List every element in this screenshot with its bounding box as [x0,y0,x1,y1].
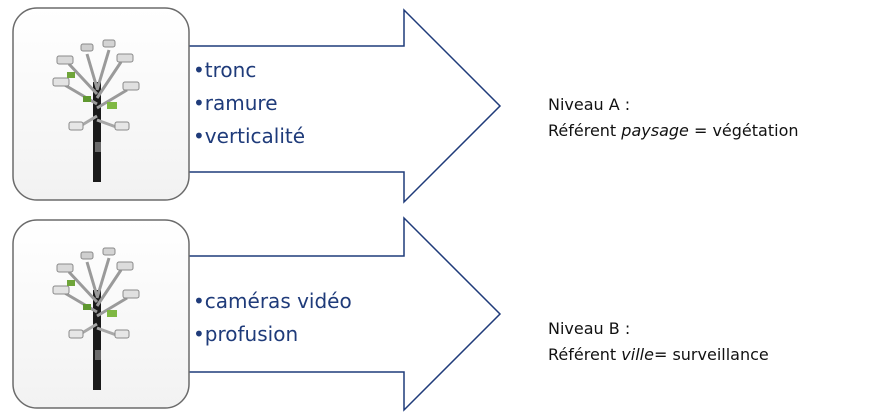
feature-list-a: tronc ramure verticalité [193,54,305,153]
feature-item: ramure [193,87,305,120]
level-a-title: Niveau A : [548,95,631,114]
referent-term: ville [621,345,654,364]
level-b-title: Niveau B : [548,319,631,338]
referent-term: paysage [621,121,689,140]
feature-item: caméras vidéo [193,285,352,318]
referent-prefix: Référent [548,345,622,364]
referent-prefix: Référent [548,121,622,140]
camera-tree-thumbnail-b [12,219,190,409]
level-a-caption: Niveau A : Référent paysage = végétation [548,92,799,144]
camera-tree-thumbnail-a [12,7,190,201]
level-a-referent: Référent paysage = végétation [548,118,799,144]
referent-meaning: = surveillance [653,345,769,364]
feature-list-b: caméras vidéo profusion [193,285,352,351]
feature-item: verticalité [193,120,305,153]
feature-item: profusion [193,318,352,351]
referent-meaning: = végétation [688,121,799,140]
feature-item: tronc [193,54,305,87]
level-b-referent: Référent ville= surveillance [548,342,769,368]
level-b-caption: Niveau B : Référent ville= surveillance [548,316,769,368]
